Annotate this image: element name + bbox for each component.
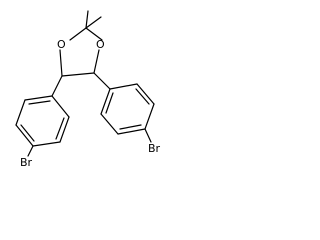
aryl-right-bond-4 [117, 128, 146, 135]
aryl-ring-right [93, 72, 155, 143]
aryl-right-bond-5 [100, 113, 119, 135]
aryl-left-bond-5 [15, 99, 26, 126]
bromine-label-right: Br [148, 142, 161, 155]
aryl-right-double-3 [105, 92, 114, 114]
methyl-bond-up [85, 10, 89, 29]
molecule-structure: O O Br Br [15, 10, 161, 169]
aryl-left-bond-6 [24, 95, 53, 101]
bond-c5-aryl [51, 75, 63, 97]
dioxolane-ring [59, 10, 103, 77]
bond-o1-c2 [69, 27, 87, 41]
oxygen-label-left: O [57, 38, 66, 51]
aryl-right-bond-3 [144, 103, 155, 130]
oxygen-label-right: O [96, 38, 105, 51]
bromine-label-bottom: Br [20, 156, 33, 169]
aryl-left-double-3 [28, 100, 51, 105]
aryl-left-double-2 [20, 124, 35, 142]
aryl-left-bond-4 [15, 124, 34, 147]
aryl-right-double-1 [135, 88, 150, 105]
bond-o3-c4 [93, 49, 100, 74]
aryl-ring-left [15, 75, 70, 157]
methyl-bond-right [85, 16, 102, 29]
aryl-left-bond-3 [32, 141, 61, 147]
bond-aryl-br-right [144, 128, 152, 143]
aryl-right-double-2 [119, 124, 142, 130]
bond-c2-o3 [85, 27, 103, 41]
bond-aryl-br-bottom [27, 145, 34, 157]
bond-c5-o1 [59, 49, 63, 77]
aryl-left-bond-1 [51, 95, 70, 118]
aryl-left-bond-2 [59, 116, 70, 143]
aryl-right-bond-2 [136, 83, 155, 105]
aryl-left-double-1 [55, 117, 65, 140]
aryl-right-bond-1 [109, 83, 138, 90]
bond-c4-c5 [61, 72, 95, 77]
bond-c4-aryl [93, 72, 111, 90]
aryl-right-bond-6 [100, 88, 111, 115]
